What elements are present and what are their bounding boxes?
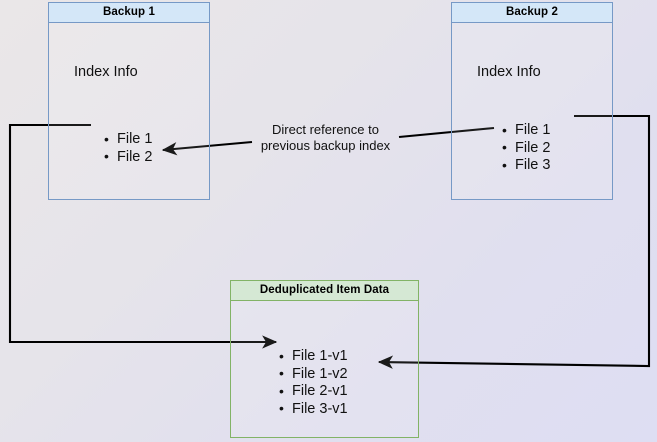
backup2-box[interactable]: Backup 2 Index Info File 1 File 2 File 3 [451,2,613,200]
deduplicated-item-data-header: Deduplicated Item Data [230,280,419,301]
backup1-box[interactable]: Backup 1 Index Info File 1 File 2 [48,2,210,200]
backup1-file-list: File 1 File 2 [102,131,153,167]
list-item: File 3 [502,157,551,175]
list-item: File 1-v2 [279,365,348,384]
backup2-header: Backup 2 [451,2,613,23]
list-item: File 1-v1 [279,348,348,366]
list-item: File 2 [104,148,153,167]
direct-reference-caption-line1: Direct reference to [272,122,379,137]
deduplicated-item-data-body: File 1-v1 File 1-v2 File 2-v1 File 3-v1 [230,301,419,438]
list-item: File 1 [104,131,153,149]
list-item: File 2-v1 [279,383,348,401]
list-item: File 3-v1 [279,400,348,419]
deduplicated-item-data-box[interactable]: Deduplicated Item Data File 1-v1 File 1-… [230,280,419,438]
direct-reference-caption-line2: previous backup index [260,138,391,153]
list-item: File 2 [502,139,551,158]
backup1-header: Backup 1 [48,2,210,23]
backup2-body: Index Info File 1 File 2 File 3 [451,23,613,200]
backup2-index-info-label: Index Info [477,64,541,80]
dedup-item-list: File 1-v1 File 1-v2 File 2-v1 File 3-v1 [277,348,348,418]
direct-reference-caption: Direct reference to previous backup inde… [249,122,402,154]
backup1-index-info-label: Index Info [74,64,138,80]
backup1-body: Index Info File 1 File 2 [48,23,210,200]
list-item: File 1 [502,122,551,140]
backup2-file-list: File 1 File 2 File 3 [500,122,551,175]
